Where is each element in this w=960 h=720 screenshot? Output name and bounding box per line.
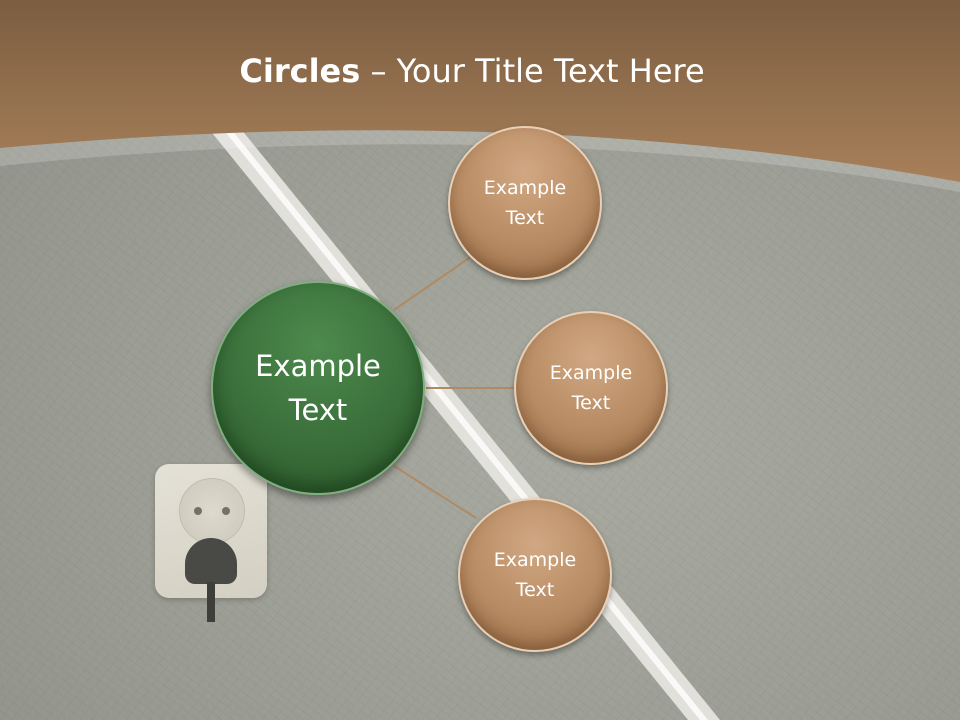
slide-title[interactable]: Circles – Your Title Text Here — [0, 52, 944, 90]
plug — [185, 538, 237, 584]
satellite-top-line2: Text — [505, 207, 545, 229]
socket-face — [179, 478, 245, 544]
center-circle-line1: Example — [255, 349, 381, 383]
satellite-middle-line2: Text — [571, 392, 611, 414]
title-bold: Circles — [239, 52, 361, 90]
power-socket-image — [155, 464, 267, 622]
satellite-bottom-line1: Example — [493, 549, 577, 571]
connector-line — [393, 255, 473, 311]
title-rest: – Your Title Text Here — [360, 52, 705, 90]
satellite-top-line1: Example — [483, 177, 567, 199]
socket-hole — [222, 507, 230, 515]
header-band — [0, 0, 960, 192]
connector-line — [393, 465, 477, 519]
satellite-circle-middle[interactable]: Example Text — [514, 311, 668, 465]
satellite-middle-line1: Example — [549, 362, 633, 384]
socket-hole — [194, 507, 202, 515]
satellite-circle-bottom[interactable]: Example Text — [458, 498, 612, 652]
cable — [207, 582, 215, 622]
center-circle[interactable]: Example Text — [211, 281, 425, 495]
satellite-bottom-line2: Text — [515, 579, 555, 601]
center-circle-line2: Text — [288, 393, 348, 427]
satellite-circle-top[interactable]: Example Text — [448, 126, 602, 280]
